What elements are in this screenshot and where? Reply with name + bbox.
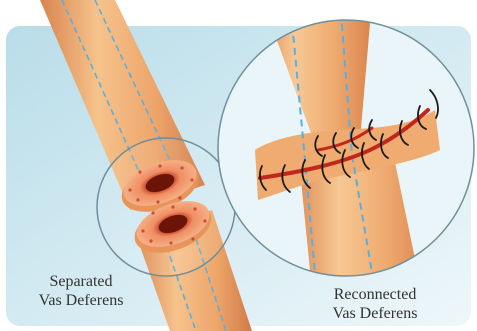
reconnected-label-line1: Reconnected: [300, 285, 450, 304]
separated-label-line1: Separated: [21, 272, 141, 291]
reconnected-label-line2: Vas Deferens: [300, 304, 450, 323]
reconnected-vas-deferens-label: Reconnected Vas Deferens: [300, 285, 450, 323]
separated-vas-deferens-label: Separated Vas Deferens: [21, 272, 141, 310]
separated-label-line2: Vas Deferens: [21, 291, 141, 310]
